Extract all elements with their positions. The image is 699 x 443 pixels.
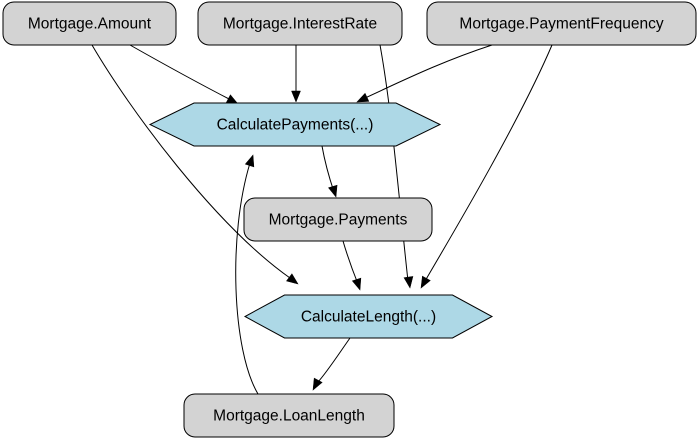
- edge-loan_length-to-calculate_payments: [235, 154, 259, 395]
- edge-line: [342, 240, 359, 285]
- arrowhead-icon: [351, 277, 362, 291]
- node-payment_frequency[interactable]: Mortgage.PaymentFrequency: [426, 1, 697, 46]
- arrowhead-icon: [312, 377, 323, 391]
- edge-payments-to-calculate_length: [342, 240, 362, 291]
- edge-line: [316, 337, 351, 384]
- edge-line: [379, 44, 409, 282]
- hexagon-shape[interactable]: [243, 294, 494, 339]
- arrowhead-icon: [244, 154, 255, 168]
- edge-calculate_payments-to-payments: [321, 145, 338, 198]
- edge-interest_rate-to-calculate_length: [379, 44, 414, 289]
- node-loan_length[interactable]: Mortgage.LoanLength: [183, 393, 395, 438]
- arrowhead-icon: [356, 92, 370, 103]
- rounded-rect-shape[interactable]: [197, 1, 403, 46]
- edge-payment_frequency-to-calculate_length: [420, 44, 553, 289]
- node-calculate_payments[interactable]: CalculatePayments(...): [148, 102, 442, 147]
- arrowhead-icon: [403, 276, 414, 289]
- edge-line: [129, 44, 232, 101]
- edge-line: [321, 145, 335, 193]
- node-amount[interactable]: Mortgage.Amount: [2, 1, 177, 46]
- edge-amount-to-calculate_length: [91, 44, 299, 285]
- edge-line: [91, 44, 291, 279]
- edge-line: [364, 44, 493, 99]
- edges-layer: [91, 44, 553, 395]
- rounded-rect-shape[interactable]: [2, 1, 177, 46]
- edge-line: [424, 44, 553, 282]
- arrowhead-icon: [291, 90, 301, 103]
- node-payments[interactable]: Mortgage.Payments: [243, 197, 433, 242]
- edge-payment_frequency-to-calculate_payments: [356, 44, 493, 103]
- node-interest_rate[interactable]: Mortgage.InterestRate: [197, 1, 403, 46]
- hexagon-shape[interactable]: [148, 102, 442, 147]
- edge-amount-to-calculate_payments: [129, 44, 239, 105]
- edge-line: [235, 162, 259, 395]
- node-calculate_length[interactable]: CalculateLength(...): [243, 294, 494, 339]
- rounded-rect-shape[interactable]: [243, 197, 433, 242]
- edge-calculate_length-to-loan_length: [312, 337, 351, 391]
- rounded-rect-shape[interactable]: [426, 1, 697, 46]
- arrowhead-icon: [328, 184, 338, 198]
- rounded-rect-shape[interactable]: [183, 393, 395, 438]
- arrowhead-icon: [286, 273, 299, 285]
- arrowhead-icon: [420, 275, 431, 289]
- edge-interest_rate-to-calculate_payments: [291, 45, 301, 103]
